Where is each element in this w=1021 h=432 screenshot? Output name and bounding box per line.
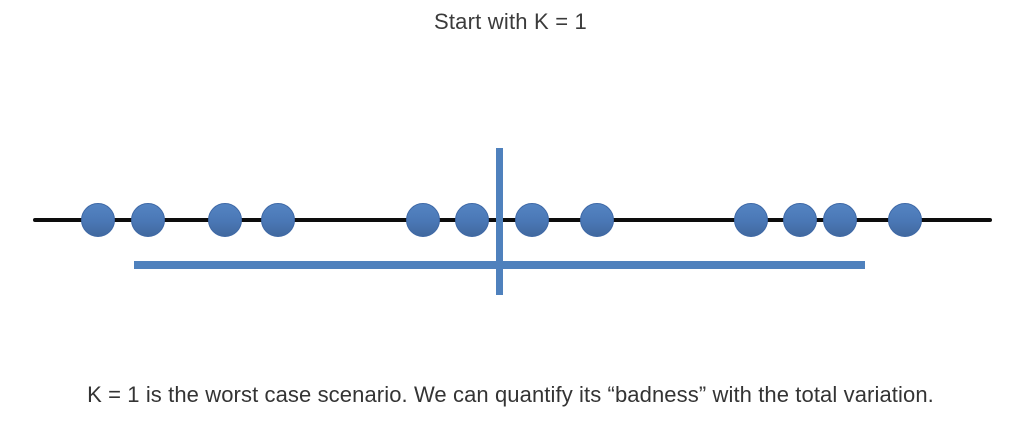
data-point — [208, 203, 242, 237]
data-point — [131, 203, 165, 237]
data-point — [261, 203, 295, 237]
data-point — [455, 203, 489, 237]
data-point — [81, 203, 115, 237]
slide-caption: K = 1 is the worst case scenario. We can… — [87, 382, 934, 407]
data-point — [823, 203, 857, 237]
centroid-line — [495, 148, 503, 295]
data-point — [734, 203, 768, 237]
data-point — [580, 203, 614, 237]
data-point — [783, 203, 817, 237]
data-point — [888, 203, 922, 237]
data-point — [406, 203, 440, 237]
data-point — [515, 203, 549, 237]
slide-title: Start with K = 1 — [434, 9, 587, 34]
number-line — [33, 218, 992, 222]
